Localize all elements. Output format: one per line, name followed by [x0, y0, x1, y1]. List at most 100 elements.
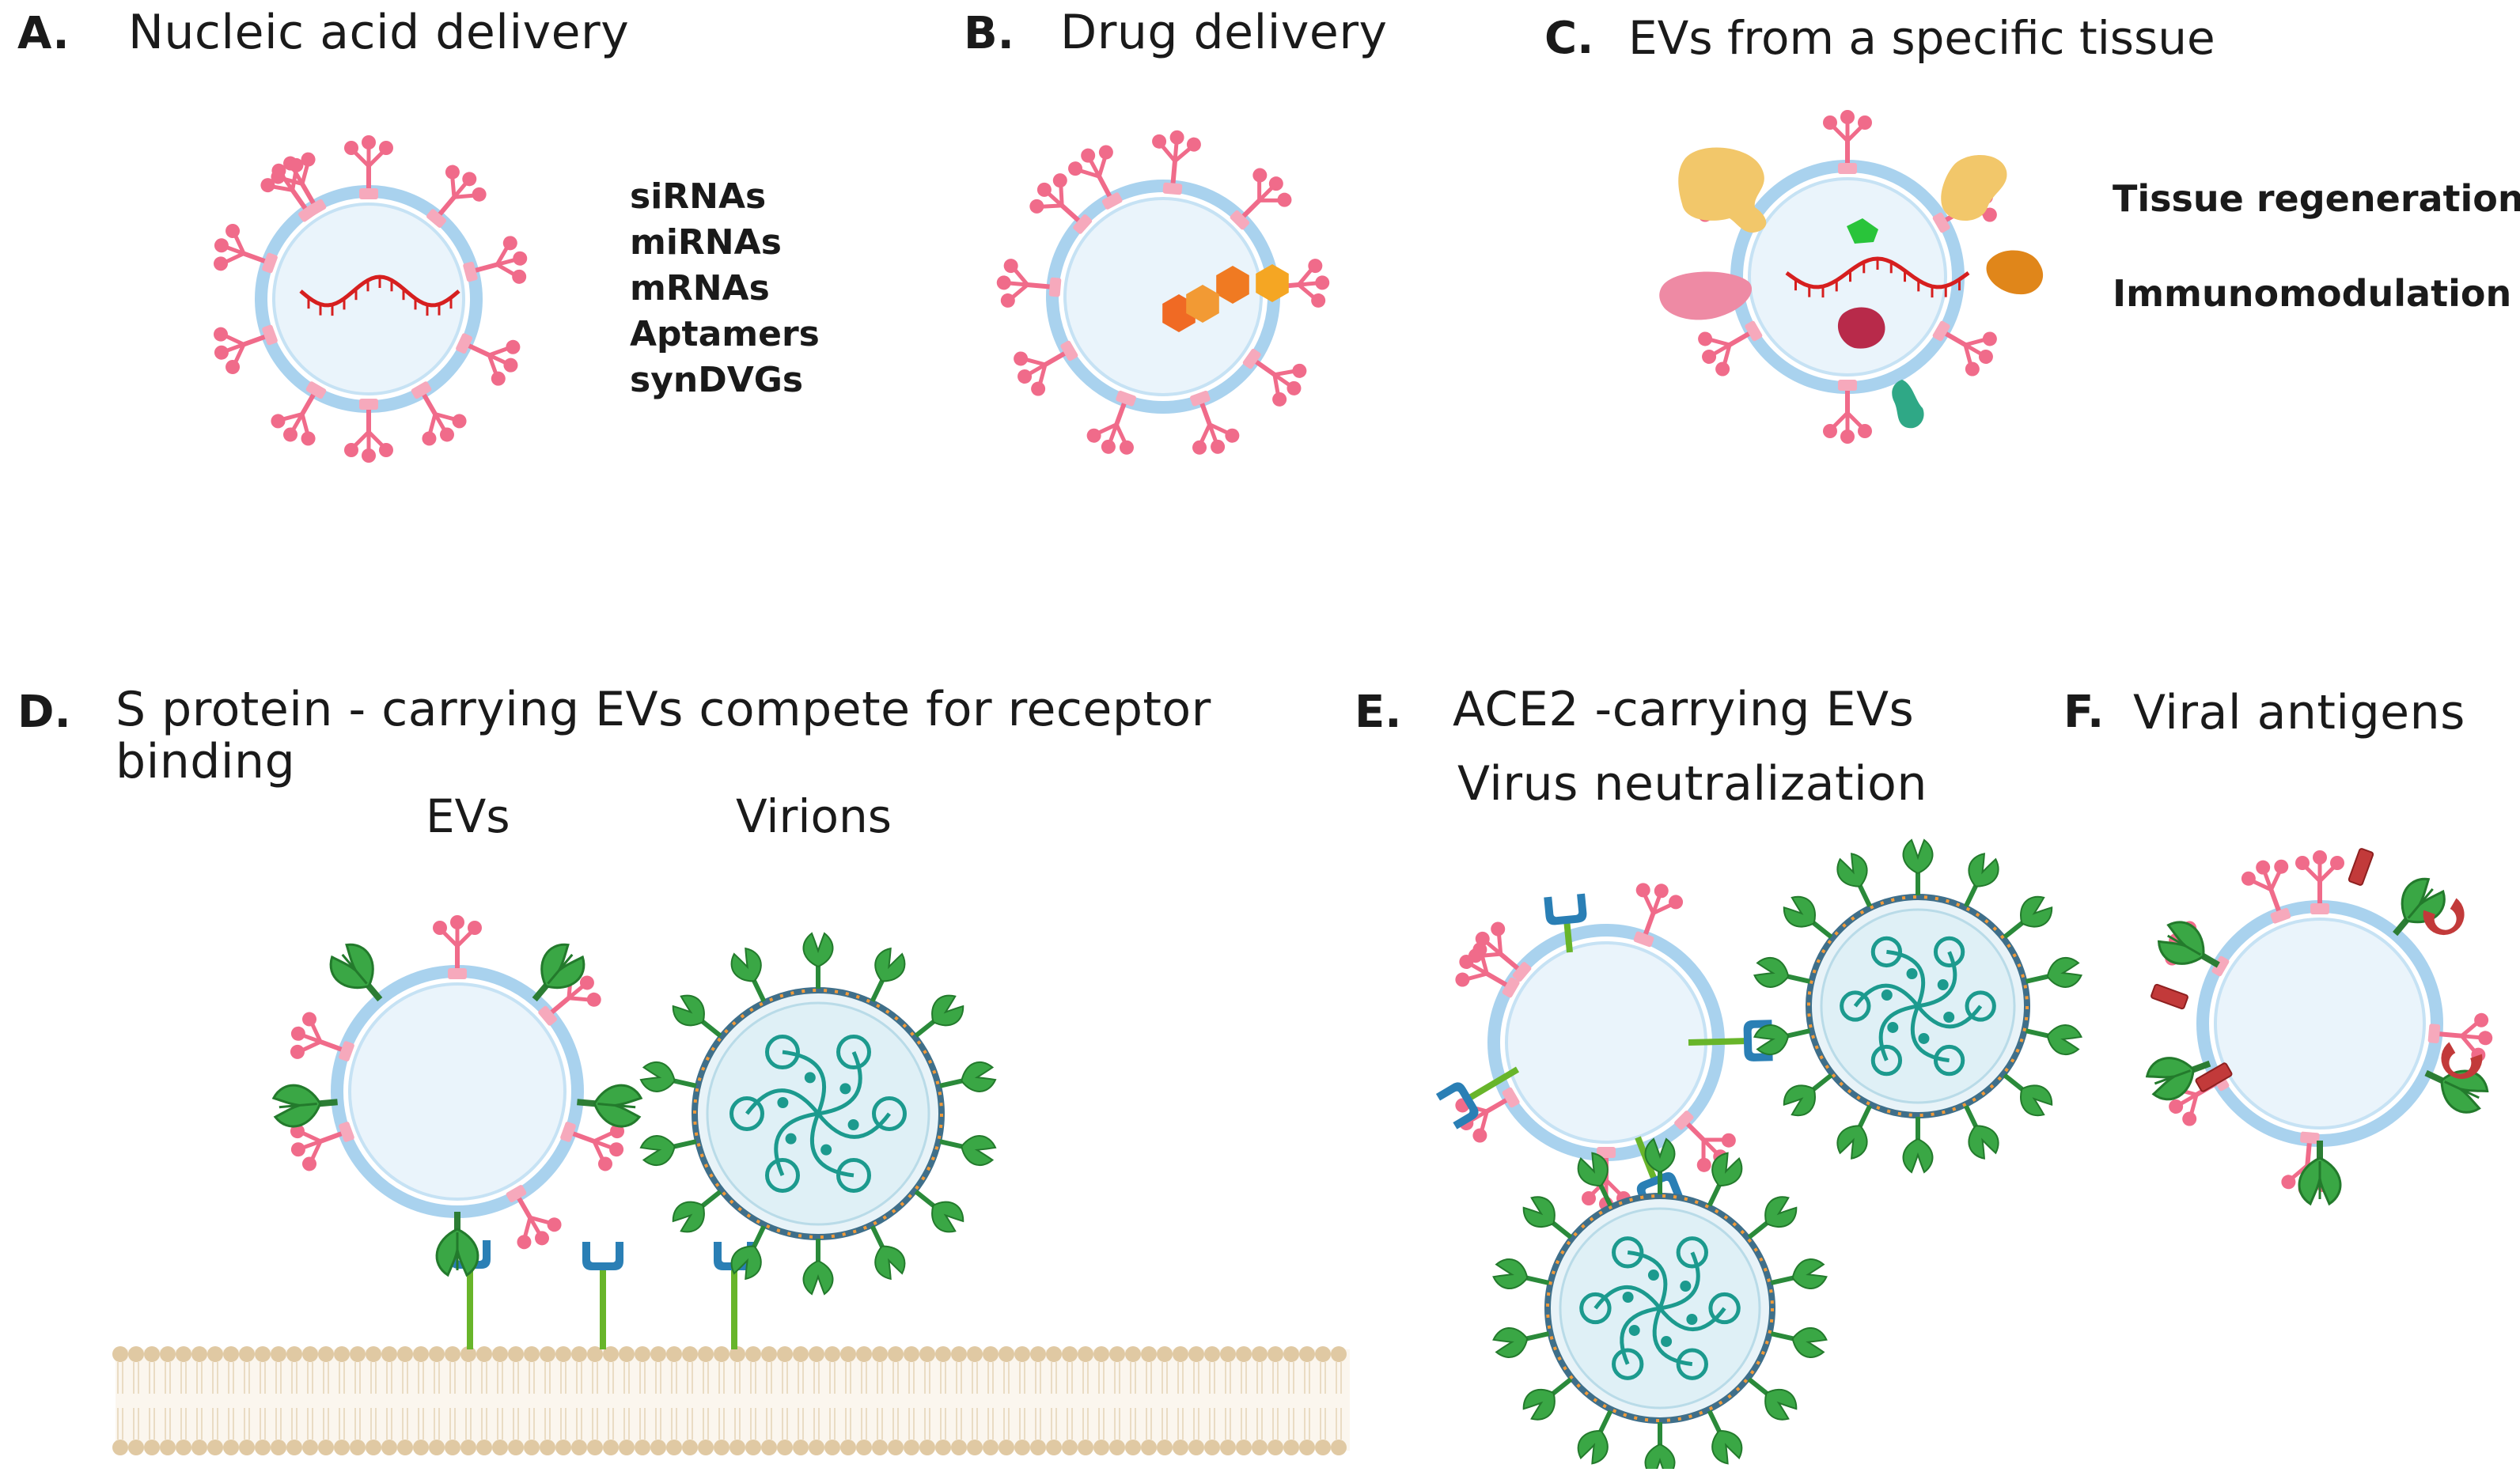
nucleocapsid-protein	[1686, 1313, 1698, 1325]
protein-crimson	[1837, 307, 1885, 349]
panel-d-virions-label: Virions	[736, 789, 892, 843]
ace2-receptor	[1544, 893, 1588, 926]
genome-loop	[836, 1035, 871, 1070]
virion-spike	[639, 1127, 699, 1168]
lipid-head	[1078, 1346, 1093, 1362]
lipid-head	[888, 1440, 904, 1455]
panel-e-virion-2-envelope-dots	[1546, 1194, 1774, 1422]
lipid-head	[1252, 1346, 1268, 1362]
lipid-head	[872, 1440, 888, 1455]
lipid-head	[1030, 1440, 1046, 1455]
lipid-head	[1268, 1440, 1283, 1455]
lipid-head	[555, 1346, 571, 1362]
nucleocapsid-protein	[839, 1083, 851, 1095]
lipid-head	[429, 1440, 445, 1455]
lipid-head	[777, 1440, 793, 1455]
panel-a-title: Nucleic acid delivery	[128, 5, 630, 60]
surface-receptor	[2238, 853, 2306, 929]
panel-c-vesicle-lumen	[1748, 177, 1947, 377]
lipid-head	[334, 1346, 350, 1362]
virion-spike	[804, 933, 833, 989]
lipid-head	[223, 1346, 239, 1362]
lipid-head	[1141, 1346, 1157, 1362]
lipid-head	[809, 1440, 824, 1455]
nucleocapsid-protein	[1680, 1281, 1692, 1292]
lipid-head	[1109, 1346, 1125, 1362]
genome-strand	[817, 1112, 892, 1139]
panel-e-virion-1-envelope-dots	[1807, 895, 2029, 1117]
lipid-head	[381, 1346, 397, 1362]
lipid-head	[1188, 1440, 1204, 1455]
lipid-head	[1125, 1440, 1141, 1455]
lipid-head	[1252, 1440, 1268, 1455]
protein-orange	[1986, 250, 2044, 295]
lipid-head	[271, 1346, 286, 1362]
lipid-head	[1220, 1346, 1236, 1362]
lipid-head	[413, 1440, 429, 1455]
genome-loop	[1870, 936, 1903, 968]
genome-loop	[1965, 990, 1996, 1022]
lipid-head	[191, 1346, 207, 1362]
lipid-head	[1046, 1346, 1062, 1362]
lipid-head	[1188, 1346, 1204, 1362]
ace2-stalk	[1465, 1066, 1520, 1103]
lipid-head	[1204, 1440, 1220, 1455]
lipid-head	[824, 1440, 840, 1455]
virion-spike	[1768, 1319, 1828, 1360]
protein-teal	[1892, 380, 1924, 429]
panel-a-item: synDVGs	[630, 360, 804, 400]
lipid-head	[714, 1346, 729, 1362]
lipid-head	[682, 1346, 698, 1362]
bilayer-core	[116, 1349, 1350, 1451]
lipid-head	[635, 1346, 650, 1362]
virion-spike	[1491, 1256, 1552, 1297]
virion-spike	[937, 1127, 997, 1168]
nucleocapsid-protein	[777, 1097, 789, 1109]
panel-f-title: Viral antigens	[2133, 685, 2465, 740]
nucleocapsid-protein	[1647, 1270, 1659, 1281]
genome-loop	[1676, 1236, 1708, 1269]
lipid-head	[350, 1346, 366, 1362]
lipid-head	[492, 1346, 508, 1362]
panel-a-item: Aptamers	[630, 314, 820, 354]
lipid-head	[176, 1440, 191, 1455]
panel-d-vesicle-lumen	[348, 982, 567, 1201]
genome-loop	[872, 1096, 907, 1131]
panel-f-vesicle-lumen	[2214, 918, 2426, 1130]
lipid-head	[745, 1346, 761, 1362]
lipid-head	[112, 1346, 128, 1362]
lipid-head	[1062, 1346, 1078, 1362]
genome-loop	[765, 1157, 800, 1193]
genome-loop	[1870, 1044, 1903, 1077]
genome-strand	[1658, 1307, 1726, 1331]
lipid-head	[128, 1346, 144, 1362]
lipid-head	[318, 1440, 334, 1455]
lipid-head	[587, 1346, 603, 1362]
lipid-head	[650, 1440, 666, 1455]
lipid-head	[1283, 1440, 1299, 1455]
lipid-head	[1236, 1440, 1252, 1455]
lipid-head	[318, 1346, 334, 1362]
lipid-head	[999, 1440, 1014, 1455]
lipid-head	[840, 1440, 856, 1455]
lipid-head	[191, 1440, 207, 1455]
viral-antigen	[2348, 847, 2374, 887]
lipid-head	[1173, 1440, 1188, 1455]
lipid-head	[540, 1346, 555, 1362]
lipid-head	[366, 1346, 381, 1362]
genome-strand	[1886, 949, 1926, 1007]
panel-e-subtitle: Virus neutralization	[1457, 756, 1927, 812]
panel-d-letter: D.	[17, 687, 71, 738]
nucleocapsid-protein	[1918, 1032, 1930, 1044]
lipid-head	[476, 1346, 492, 1362]
lipid-head	[824, 1346, 840, 1362]
panel-a-item: siRNAs	[630, 176, 767, 217]
lipid-head	[239, 1346, 255, 1362]
lipid-head	[619, 1346, 635, 1362]
viral-antigen-crescent	[2423, 898, 2465, 936]
virion-spike	[2022, 1016, 2082, 1058]
lipid-head	[1220, 1440, 1236, 1455]
lipid-head	[144, 1440, 160, 1455]
surface-receptor	[1175, 385, 1243, 462]
